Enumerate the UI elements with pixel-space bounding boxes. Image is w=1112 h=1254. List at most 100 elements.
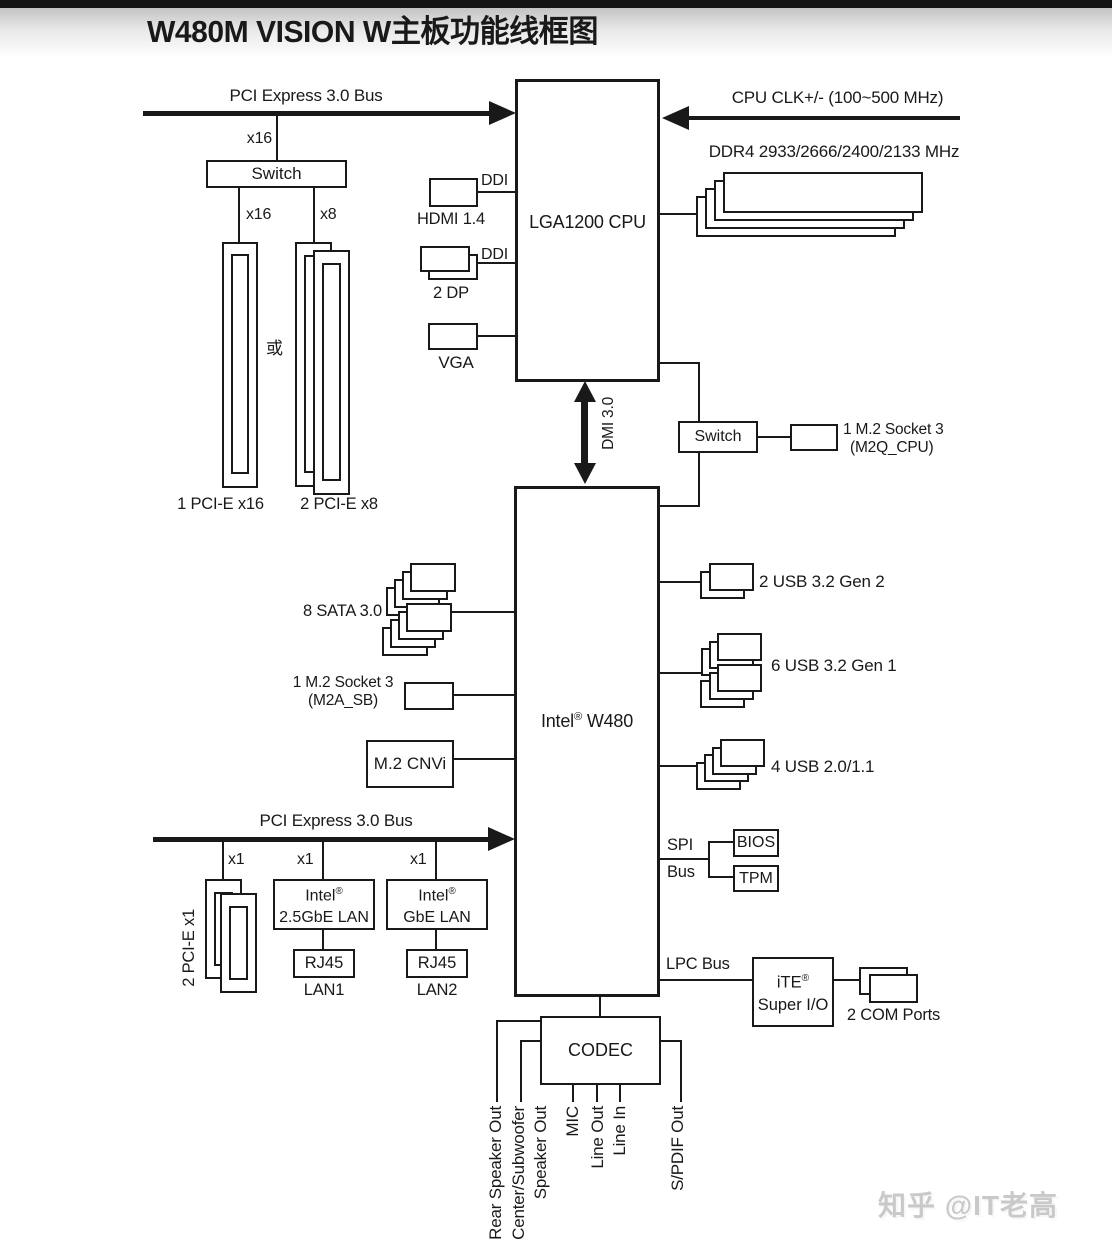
connector: [452, 694, 514, 696]
pcie-bottom-bus-label: PCI Express 3.0 Bus: [259, 811, 413, 830]
connector: [276, 116, 278, 160]
lan1-controller-box: Intel® 2.5GbE LAN: [273, 879, 375, 930]
connector: [435, 930, 437, 949]
connector: [520, 1040, 540, 1042]
arrow-up-icon: [574, 381, 596, 402]
sata-port: [406, 603, 452, 632]
reg-mark: ®: [573, 711, 582, 723]
connector: [756, 436, 790, 438]
connector: [619, 1085, 621, 1102]
super-io-box: iTE® Super I/O: [752, 957, 834, 1027]
slot-inner: [229, 906, 248, 980]
usb-port: [717, 664, 762, 692]
dmi-arrow-shaft: [581, 398, 588, 466]
rj45-jack-box: RJ45: [293, 949, 355, 978]
chipset-brand: Intel: [540, 711, 574, 731]
usb-port: [717, 633, 762, 661]
dimm-slot: [723, 172, 923, 213]
m2q-socket-box: [790, 424, 838, 451]
connector: [708, 876, 733, 878]
super-io-brand: iTE: [776, 973, 802, 992]
connector: [708, 841, 710, 878]
ddr4-label: DDR4 2933/2666/2400/2133 MHz: [708, 142, 960, 161]
hdmi-label: HDMI 1.4: [416, 210, 486, 228]
hdmi-port-box: [429, 178, 478, 207]
connector: [834, 979, 861, 981]
watermark: 知乎 @IT老高: [878, 1190, 1058, 1221]
connector: [660, 672, 708, 674]
codec-label: CODEC: [567, 1040, 633, 1060]
connector: [496, 1020, 540, 1022]
lane-x16-label: x16: [246, 130, 272, 147]
audio-port-label: Line Out: [588, 1106, 607, 1169]
pcie-x8-slot-label: 2 PCI-E x8: [300, 495, 378, 513]
lan1-port-label: LAN1: [303, 981, 345, 999]
audio-port-label: Line In: [610, 1106, 629, 1156]
m2-switch-label: Switch: [694, 428, 742, 445]
connector: [452, 758, 514, 760]
connector: [572, 1085, 574, 1102]
m2q-socket-label: 1 M.2 Socket 3: [843, 421, 944, 438]
slot-inner: [231, 254, 249, 474]
arrow-down-icon: [574, 463, 596, 484]
bios-label: BIOS: [736, 834, 776, 851]
bios-box: BIOS: [733, 829, 779, 857]
arrow-left-icon: [662, 106, 689, 130]
audio-port-label: S/PDIF Out: [668, 1106, 687, 1191]
m2q-socket-sublabel: (M2Q_CPU): [850, 439, 934, 456]
cpu-label: LGA1200 CPU: [529, 212, 646, 232]
lpc-bus-label: LPC Bus: [666, 955, 730, 973]
pcie-bottom-bus-line: [153, 837, 490, 842]
lane-x16-label: x16: [246, 206, 272, 223]
connector: [450, 611, 516, 613]
arrow-right-icon: [488, 827, 515, 851]
lane-x1-label: x1: [297, 851, 314, 868]
lane-x8-label: x8: [320, 206, 337, 223]
connector: [496, 1020, 498, 1102]
audio-port-label: MIC: [563, 1106, 582, 1137]
connector: [680, 1040, 682, 1102]
lan2-brand: Intel: [418, 887, 449, 905]
connector: [238, 188, 240, 242]
connector: [660, 505, 700, 507]
ddi-label: DDI: [481, 172, 508, 189]
header-gradient: [0, 8, 1112, 58]
pcie-x16-slot-label: 1 PCI-E x16: [177, 495, 264, 513]
dmi-label: DMI 3.0: [600, 397, 617, 450]
connector: [322, 842, 324, 880]
codec-box: CODEC: [540, 1016, 661, 1085]
pcie-x16-slot: [222, 242, 258, 488]
audio-port-label: Speaker Out: [531, 1106, 550, 1200]
lan2-model: GbE LAN: [403, 908, 471, 926]
connector: [660, 765, 703, 767]
vga-label: VGA: [438, 353, 474, 372]
chipset-label: Intel® W480: [514, 711, 660, 732]
connector: [660, 858, 710, 860]
cnvi-box: M.2 CNVi: [366, 740, 454, 788]
rj45-label: RJ45: [417, 954, 457, 972]
dp-label: 2 DP: [433, 284, 469, 302]
rj45-jack-box: RJ45: [406, 949, 468, 978]
chipset-model: W480: [586, 711, 634, 731]
lane-x1-label: x1: [410, 851, 427, 868]
com-port: [869, 974, 918, 1003]
connector: [596, 1085, 598, 1102]
spi-bus-label-line2: Bus: [667, 863, 695, 881]
connector: [660, 213, 702, 215]
connector: [661, 1040, 682, 1042]
arrow-right-icon: [489, 101, 516, 125]
chipset-box: [514, 486, 660, 997]
super-io-label: iTE® Super I/O: [758, 967, 829, 1018]
pcie-switch-box: Switch: [206, 160, 347, 188]
rj45-label: RJ45: [304, 954, 344, 972]
super-io-model: Super I/O: [757, 996, 829, 1015]
usb-gen1-label: 6 USB 3.2 Gen 1: [771, 656, 897, 675]
connector: [599, 997, 601, 1016]
connector: [660, 362, 700, 364]
connector: [476, 191, 515, 193]
audio-port-label: Rear Speaker Out: [486, 1106, 505, 1240]
usb-gen2-label: 2 USB 3.2 Gen 2: [759, 572, 885, 591]
pcie-switch-label: Switch: [251, 164, 302, 183]
sata-port: [410, 563, 456, 592]
lan2-port-label: LAN2: [416, 981, 458, 999]
